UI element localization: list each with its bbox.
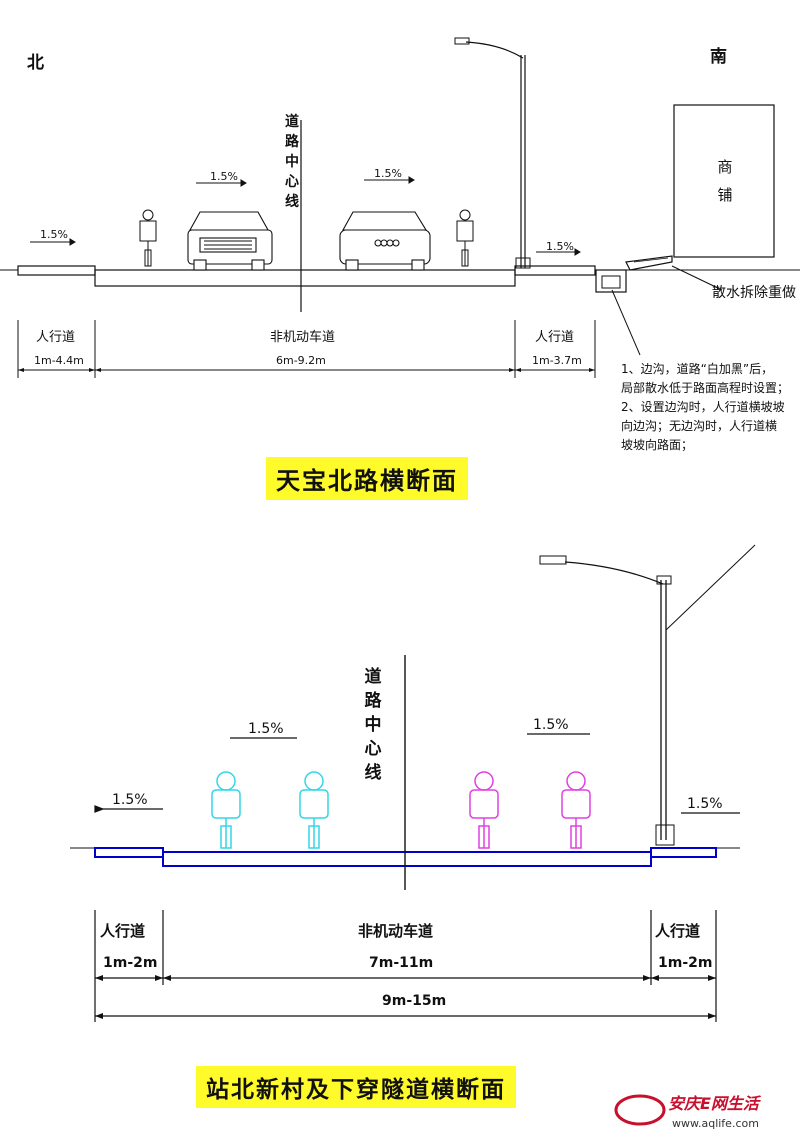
top-slope-right-walk: 1.5% <box>546 240 574 253</box>
bottom-slope-left-lane: 1.5% <box>248 721 284 737</box>
north-label: 北 <box>27 53 44 73</box>
watermark-logo <box>614 1094 666 1126</box>
cyclist-magenta-1 <box>469 771 499 849</box>
top-cross-section-drawing <box>0 37 800 378</box>
car-right <box>339 211 431 271</box>
bottom-total-width: 9m-15m <box>382 993 447 1009</box>
bottom-bike-lane-name: 非机动车道 <box>358 922 434 940</box>
cyclist-cyan-2 <box>299 771 329 849</box>
road-slab <box>94 269 516 287</box>
left-sidewalk-slab <box>17 265 96 276</box>
bottom-right-walk-name: 人行道 <box>655 922 701 940</box>
top-slope-left-walk: 1.5% <box>40 228 68 241</box>
bottom-center-line-label: 道路中心线 <box>364 667 382 783</box>
south-label: 南 <box>710 47 727 67</box>
bottom-slope-right-lane: 1.5% <box>533 717 569 733</box>
top-left-walk-name: 人行道 <box>36 330 76 345</box>
construction-notes: 1、边沟，道路“白加黑”后， 局部散水低于路面高程时设置； 2、设置边沟时，人行… <box>621 362 790 452</box>
cyclist-right <box>456 209 474 267</box>
right-sidewalk-slab <box>514 265 596 276</box>
top-right-walk-name: 人行道 <box>535 330 575 345</box>
drain-note: 散水拆除重做 <box>712 285 796 301</box>
bottom-bike-lane-width: 7m-11m <box>369 955 434 971</box>
top-bike-lane-width: 6m-9.2m <box>276 354 326 367</box>
watermark-url: www.aqlife.com <box>672 1117 759 1130</box>
cyclist-cyan-1 <box>211 771 241 849</box>
shop-building <box>673 104 775 258</box>
car-left <box>187 211 273 271</box>
top-bike-lane-name: 非机动车道 <box>270 330 336 345</box>
top-slope-right-lane: 1.5% <box>374 167 402 180</box>
top-title: 天宝北路横断面 <box>266 457 468 500</box>
bottom-title: 站北新村及下穿隧道横断面 <box>196 1066 516 1108</box>
bottom-left-walk-width: 1m-2m <box>103 955 158 971</box>
cyclist-magenta-2 <box>561 771 591 849</box>
bottom-slope-left-walk: 1.5% <box>112 792 148 808</box>
bottom-left-walk-name: 人行道 <box>100 922 146 940</box>
cyclist-left <box>139 209 157 267</box>
top-left-walk-width: 1m-4.4m <box>34 354 84 367</box>
top-slope-left-lane: 1.5% <box>210 170 238 183</box>
shop-label: 商铺 <box>717 158 733 204</box>
top-center-line-label: 道路中心线 <box>285 114 299 210</box>
side-ditch <box>595 269 627 293</box>
watermark-brand: 安庆E网生活 <box>668 1094 759 1113</box>
bottom-right-walk-width: 1m-2m <box>658 955 713 971</box>
bottom-slope-right-walk: 1.5% <box>687 796 723 812</box>
top-right-walk-width: 1m-3.7m <box>532 354 582 367</box>
